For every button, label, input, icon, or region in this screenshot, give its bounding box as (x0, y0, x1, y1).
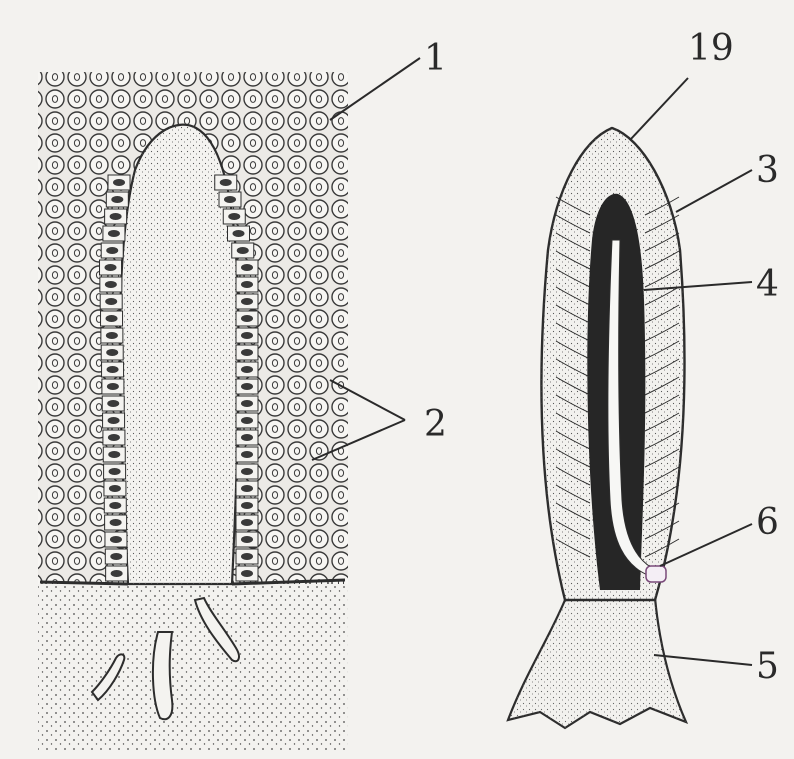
cell-nucleus (105, 264, 117, 271)
cell-nucleus (241, 553, 253, 560)
right-tooth-panel: 19 3 4 6 5 (508, 28, 779, 728)
label-1: 1 (424, 38, 447, 79)
cell-nucleus (109, 485, 121, 492)
cell-nucleus (241, 417, 253, 424)
cell-nucleus (106, 332, 118, 339)
label-4: 4 (756, 264, 779, 305)
canal-opening (646, 566, 666, 582)
cell-nucleus (113, 179, 125, 186)
cell-nucleus (220, 179, 232, 186)
left-histology-panel: 1 2 (38, 38, 447, 750)
cell-nucleus (237, 247, 249, 254)
cell-nucleus (109, 502, 121, 509)
cell-nucleus (110, 213, 122, 220)
leader-line-3 (676, 170, 752, 212)
leader-line-6 (660, 524, 752, 566)
cell-nucleus (110, 519, 122, 526)
leader-line-5 (654, 655, 752, 665)
cell-nucleus (241, 315, 253, 322)
cell-nucleus (106, 247, 118, 254)
cell-nucleus (241, 298, 253, 305)
cell-nucleus (107, 366, 119, 373)
label-5: 5 (756, 646, 779, 687)
cell-nucleus (241, 502, 253, 509)
vessel-1 (153, 632, 172, 719)
label-19: 19 (688, 28, 734, 69)
tooth-base-texture (508, 598, 686, 728)
cell-nucleus (241, 383, 253, 390)
cell-nucleus (241, 451, 253, 458)
cell-nucleus (228, 213, 240, 220)
cell-nucleus (241, 519, 253, 526)
cell-nucleus (241, 570, 253, 577)
cell-nucleus (241, 281, 253, 288)
cell-nucleus (108, 417, 120, 424)
connective-tissue (38, 580, 348, 750)
cell-nucleus (107, 400, 119, 407)
leader-line-19 (630, 78, 688, 140)
cell-nucleus (241, 264, 253, 271)
cell-nucleus (233, 230, 245, 237)
cell-nucleus (106, 315, 118, 322)
cell-nucleus (108, 434, 120, 441)
cell-nucleus (105, 298, 117, 305)
label-2: 2 (424, 404, 447, 445)
cell-nucleus (111, 196, 123, 203)
cell-nucleus (241, 349, 253, 356)
cell-nucleus (241, 400, 253, 407)
cell-nucleus (106, 349, 118, 356)
label-3: 3 (756, 150, 779, 191)
cell-nucleus (241, 468, 253, 475)
cell-nucleus (109, 468, 121, 475)
label-6: 6 (756, 502, 779, 543)
cell-nucleus (108, 451, 120, 458)
cell-nucleus (105, 281, 117, 288)
cell-nucleus (110, 553, 122, 560)
cell-nucleus (241, 332, 253, 339)
cell-nucleus (241, 536, 253, 543)
cell-nucleus (241, 485, 253, 492)
cell-nucleus (241, 434, 253, 441)
cell-nucleus (107, 383, 119, 390)
cell-nucleus (108, 230, 120, 237)
cell-nucleus (111, 570, 123, 577)
cell-nucleus (110, 536, 122, 543)
cell-nucleus (241, 366, 253, 373)
cell-nucleus (224, 196, 236, 203)
